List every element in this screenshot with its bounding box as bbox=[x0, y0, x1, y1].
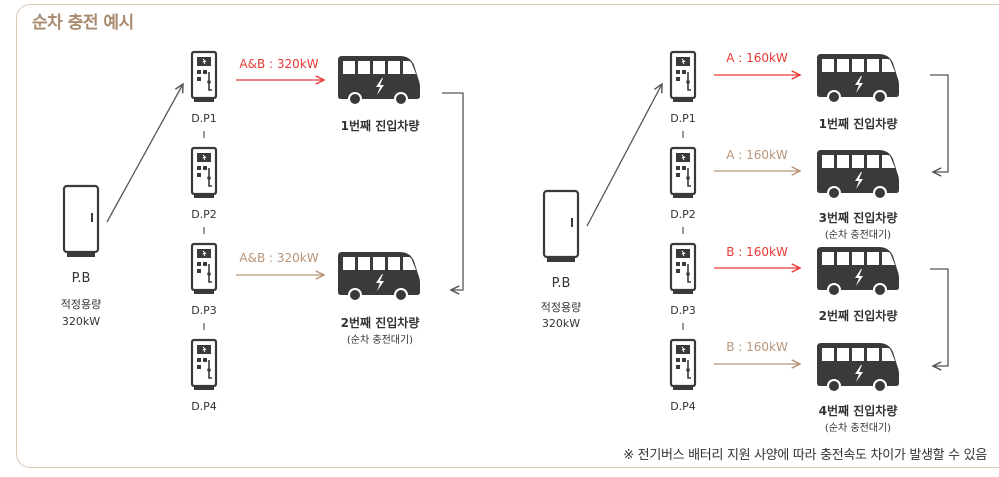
bus-icon bbox=[817, 343, 899, 393]
bus-icon bbox=[338, 252, 420, 302]
pb-capacity-label: 적정용량 bbox=[541, 301, 581, 314]
pb-to-dp1-arrow bbox=[586, 84, 662, 227]
left-group: P.B 적정용량 320kW D.P1 D.P2 D.P3 D.P4 A&B :… bbox=[61, 50, 464, 413]
dispenser-label: D.P4 bbox=[191, 400, 217, 413]
pb-capacity-value: 320kW bbox=[542, 317, 580, 330]
bus-icon bbox=[817, 247, 899, 297]
bus-sub-label: (순차 충전대기) bbox=[825, 422, 891, 434]
sequence-bracket-arrow bbox=[442, 92, 464, 290]
flow-label: B : 160kW bbox=[726, 245, 788, 259]
flow-label: A : 160kW bbox=[726, 51, 788, 65]
flow-label: A&B : 320kW bbox=[239, 57, 318, 71]
dispenser-icon bbox=[190, 50, 218, 104]
pb-capacity-label: 적정용량 bbox=[61, 298, 101, 311]
power-bank-icon bbox=[542, 189, 580, 264]
bus-label: 2번째 진입차량 bbox=[341, 315, 420, 330]
pb-label: P.B bbox=[72, 271, 91, 286]
right-group: P.B 적정용량 320kW D.P1 D.P2 D.P3 D.P4 A : 1… bbox=[541, 50, 949, 434]
bus-label: 1번째 진입차량 bbox=[341, 118, 420, 133]
pb-label: P.B bbox=[552, 276, 571, 291]
pb-capacity-value: 320kW bbox=[62, 315, 100, 328]
dispenser-icon bbox=[669, 50, 697, 104]
dispenser-label: D.P2 bbox=[191, 208, 217, 221]
dispenser-label: D.P1 bbox=[191, 112, 217, 125]
dispenser-label: D.P1 bbox=[670, 112, 696, 125]
bus-icon bbox=[817, 150, 899, 200]
power-bank-icon bbox=[62, 184, 100, 259]
dispenser-label: D.P2 bbox=[670, 208, 696, 221]
dispenser-label: D.P3 bbox=[670, 304, 696, 317]
bus-label: 1번째 진입차량 bbox=[819, 116, 898, 131]
dispenser-icon bbox=[669, 242, 697, 296]
bus-sub-label: (순차 충전대기) bbox=[347, 334, 413, 346]
dispenser-icon bbox=[669, 338, 697, 392]
sequence-bracket-arrow bbox=[930, 74, 949, 172]
bus-icon bbox=[338, 56, 420, 106]
bus-sub-label: (순차 충전대기) bbox=[825, 229, 891, 241]
footnote: ※ 전기버스 배터리 지원 사양에 따라 충전속도 차이가 발생할 수 있음 bbox=[623, 448, 987, 463]
dispenser-icon bbox=[190, 338, 218, 392]
diagram-frame bbox=[16, 4, 999, 468]
diagram-title: 순차 충전 예시 bbox=[32, 13, 134, 33]
bus-label: 2번째 진입차량 bbox=[819, 308, 898, 323]
sequence-bracket-arrow bbox=[930, 268, 949, 366]
dispenser-icon bbox=[190, 242, 218, 296]
bus-label: 4번째 진입차량 bbox=[819, 403, 898, 418]
pb-to-dp1-arrow bbox=[106, 84, 183, 223]
bus-icon bbox=[817, 54, 899, 104]
flow-label: B : 160kW bbox=[726, 340, 788, 354]
dispenser-icon bbox=[190, 146, 218, 200]
flow-label: A&B : 320kW bbox=[239, 251, 318, 265]
dispenser-label: D.P3 bbox=[191, 304, 217, 317]
flow-label: A : 160kW bbox=[726, 148, 788, 162]
bus-label: 3번째 진입차량 bbox=[819, 210, 898, 225]
dispenser-label: D.P4 bbox=[670, 400, 696, 413]
dispenser-icon bbox=[669, 146, 697, 200]
